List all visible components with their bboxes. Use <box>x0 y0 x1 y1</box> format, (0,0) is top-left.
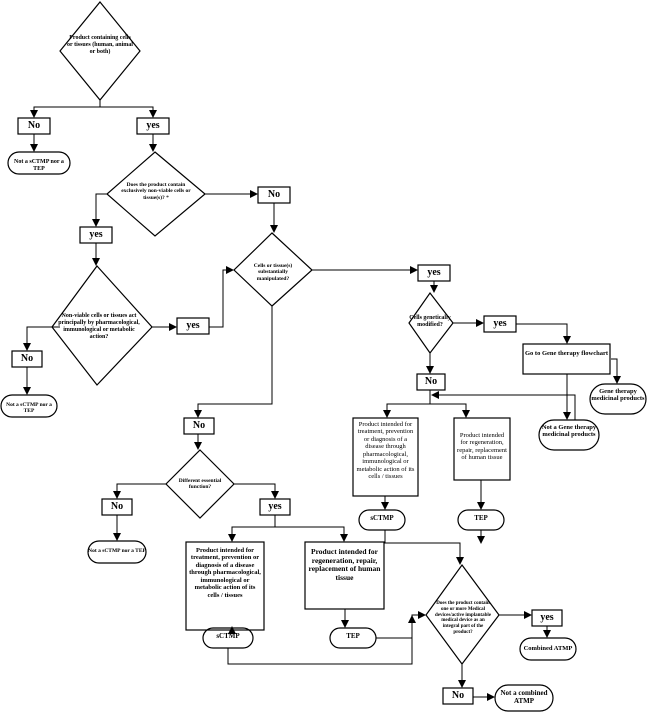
tep-terminal: TEP <box>346 632 360 640</box>
sctmp-description-box: Product intended for treatment, preventi… <box>356 421 415 481</box>
genetic-question: Cells genetically modified? <box>409 315 451 328</box>
start-question: Product containing cells or tissues (hum… <box>67 35 133 55</box>
not-gene-therapy-terminal: Not a Gene therapy medicinal products <box>541 424 597 439</box>
no-label: No <box>192 420 206 431</box>
tep-description-box: Product intended for regeneration, repai… <box>457 432 507 462</box>
sctmp-terminal: sCTMP <box>370 514 394 522</box>
tep-description-box: Product intended for regeneration, repai… <box>308 547 381 582</box>
yes-label: yes <box>427 267 441 278</box>
no-label: No <box>20 353 34 364</box>
combined-atmp-terminal: Combined ATMP <box>523 645 573 652</box>
no-label: No <box>451 690 465 701</box>
tep-terminal: TEP <box>474 514 488 522</box>
yes-label: yes <box>146 120 160 131</box>
sctmp-terminal: sCTMP <box>216 632 240 640</box>
pharmacological-question: Non-viable cells or tissues act principa… <box>58 313 140 340</box>
not-sctmp-tep-terminal: Not a sCTMP nor a TEP <box>14 159 64 172</box>
yes-label: yes <box>493 318 507 329</box>
no-label: No <box>424 376 438 387</box>
not-combined-atmp-terminal: Not a combined ATMP <box>500 689 548 706</box>
pharma-diamond <box>51 265 153 386</box>
no-label: No <box>110 501 124 512</box>
nonviable-diamond <box>106 151 206 237</box>
no-label: No <box>267 189 281 200</box>
essential-diamond <box>165 449 235 519</box>
manipulated-question: Cells or tissue(s) substantially manipul… <box>253 263 293 282</box>
yes-label: yes <box>540 612 554 623</box>
nonviable-question: Does the product contain exclusively non… <box>121 182 191 201</box>
no-label: No <box>27 120 41 131</box>
not-sctmp-tep-terminal: Not a sCTMP nor a TEP <box>88 548 146 554</box>
gene-therapy-terminal: Gene therapy medicinal products <box>591 388 645 403</box>
gene-flowchart-box: Go to Gene therapy flowchart <box>524 350 609 357</box>
medical-device-question: Does the product contain one or more Med… <box>435 601 491 635</box>
yes-label: yes <box>268 501 282 512</box>
essential-function-question: Different essential function? <box>178 478 222 491</box>
yes-label: yes <box>89 229 103 240</box>
not-sctmp-tep-terminal: Not a sCTMP nor a TEP <box>6 402 52 415</box>
yes-label: yes <box>186 320 200 331</box>
sctmp-description-box: Product intended for treatment, preventi… <box>189 547 261 599</box>
